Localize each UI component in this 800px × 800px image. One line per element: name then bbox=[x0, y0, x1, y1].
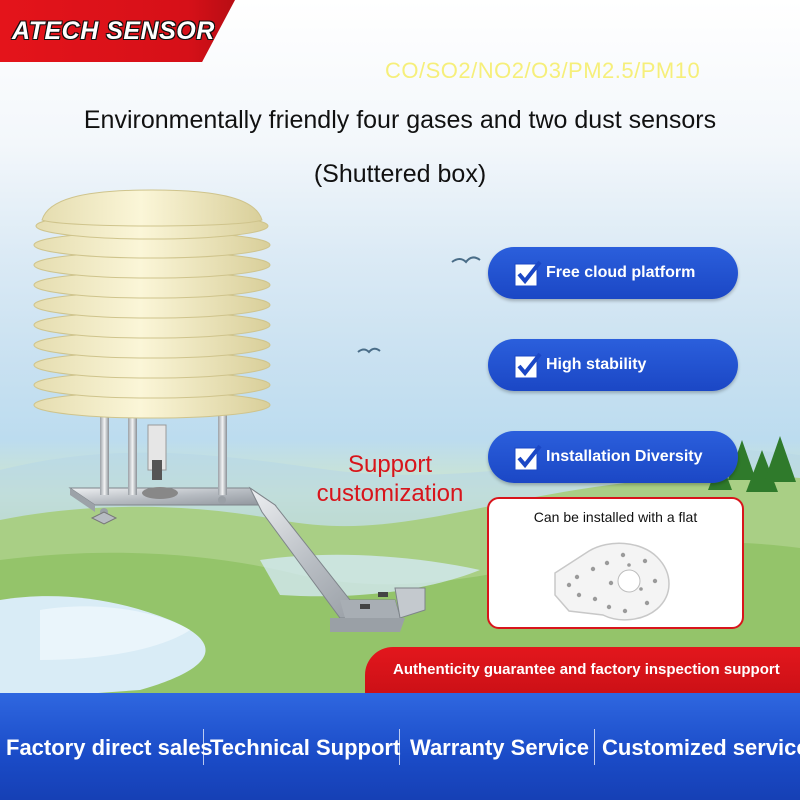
service-customized: Customized service bbox=[602, 735, 800, 760]
service-warranty: Warranty Service bbox=[410, 735, 589, 760]
page-title: Environmentally friendly four gases and … bbox=[83, 106, 717, 134]
authenticity-banner-text: Authenticity guarantee and factory inspe… bbox=[393, 661, 780, 678]
service-divider bbox=[399, 729, 400, 765]
feature-high-stability: High stability bbox=[488, 339, 738, 391]
brand-bar bbox=[0, 0, 235, 62]
service-bar: Factory direct sales Technical Support W… bbox=[0, 693, 800, 800]
checkmark-icon bbox=[514, 444, 542, 471]
checkmark-icon bbox=[514, 260, 542, 287]
page-subtitle: (Shuttered box) bbox=[313, 160, 487, 188]
service-divider bbox=[594, 729, 595, 765]
flat-mount-card: Can be installed with a flat bbox=[487, 497, 744, 629]
authenticity-banner: Authenticity guarantee and factory inspe… bbox=[365, 647, 800, 693]
bird-icon bbox=[357, 256, 481, 354]
support-customization-text: Support customization bbox=[316, 451, 464, 507]
feature-label: Installation Diversity bbox=[546, 448, 703, 465]
service-divider bbox=[203, 729, 204, 765]
feature-installation-diversity: Installation Diversity bbox=[488, 431, 738, 483]
feature-label: High stability bbox=[546, 356, 647, 373]
flat-mount-caption: Can be installed with a flat bbox=[533, 509, 698, 525]
service-factory-direct-sales: Factory direct sales bbox=[6, 735, 213, 760]
feature-free-cloud-platform: Free cloud platform bbox=[488, 247, 738, 299]
service-technical-support: Technical Support bbox=[210, 735, 401, 760]
mounting-plate-image bbox=[554, 542, 670, 621]
feature-label: Free cloud platform bbox=[546, 264, 696, 281]
checkmark-icon bbox=[514, 352, 542, 379]
brand-logo: ATECH SENSOR bbox=[12, 17, 215, 45]
gas-list: CO/SO2/NO2/O3/PM2.5/PM10 bbox=[385, 58, 701, 83]
